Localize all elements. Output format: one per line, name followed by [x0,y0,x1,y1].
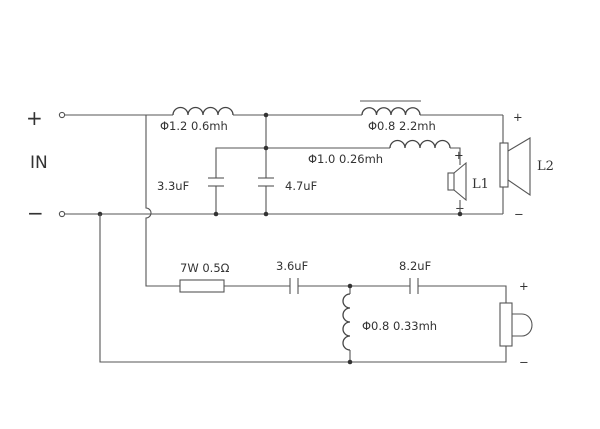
inductor-l-horn [342,293,351,351]
l2-plus: + [513,110,523,124]
tweeter-branch-wire [215,147,461,214]
capacitor-c1 [208,177,224,187]
junction-dot [457,211,463,217]
l1-label: L1 [472,177,489,192]
inductor-l-woofer [361,107,421,116]
l1-plus: + [454,148,464,162]
speaker-horn [499,302,533,347]
junction-dot [347,283,353,289]
label-c3: 3.6uF [276,259,308,273]
lower-branch-wire [224,285,507,303]
label-l-horn: Φ0.8 0.33mh [362,319,437,333]
input-minus-terminal [58,210,66,218]
l2-label: L2 [537,159,554,174]
capacitor-c3 [289,278,299,294]
capacitor-c4 [409,278,419,294]
l2-minus: − [514,207,524,221]
label-resistor: 7W 0.5Ω [180,261,230,275]
junction-dot [263,145,269,151]
speaker-l1 [447,161,467,202]
horn-plus: + [519,279,529,293]
resistor [179,279,225,293]
left-bus-wire [145,115,180,287]
speaker-l2 [499,137,531,197]
inductor-l-tweeter [389,139,451,149]
label-l-tweeter: Φ1.0 0.26mh [308,152,383,166]
input-label: IN [30,153,48,173]
inductor-l-series-top [172,106,234,116]
junction-dot [347,359,353,365]
label-l-woofer: Φ0.8 2.2mh [368,119,436,133]
label-c2: 4.7uF [285,179,317,193]
label-l-series-top: Φ1.2 0.6mh [160,119,228,133]
lower-ground-wire [99,214,507,363]
horn-minus: − [519,355,529,369]
label-c1: 3.3uF [157,179,189,193]
input-minus-sign: − [27,201,44,225]
input-plus-terminal [58,111,66,119]
junction-dot [213,211,219,217]
junction-dot [263,211,269,217]
input-plus-sign: + [26,106,43,130]
label-c4: 8.2uF [399,259,431,273]
capacitor-c2 [258,177,274,187]
junction-dot [263,112,269,118]
